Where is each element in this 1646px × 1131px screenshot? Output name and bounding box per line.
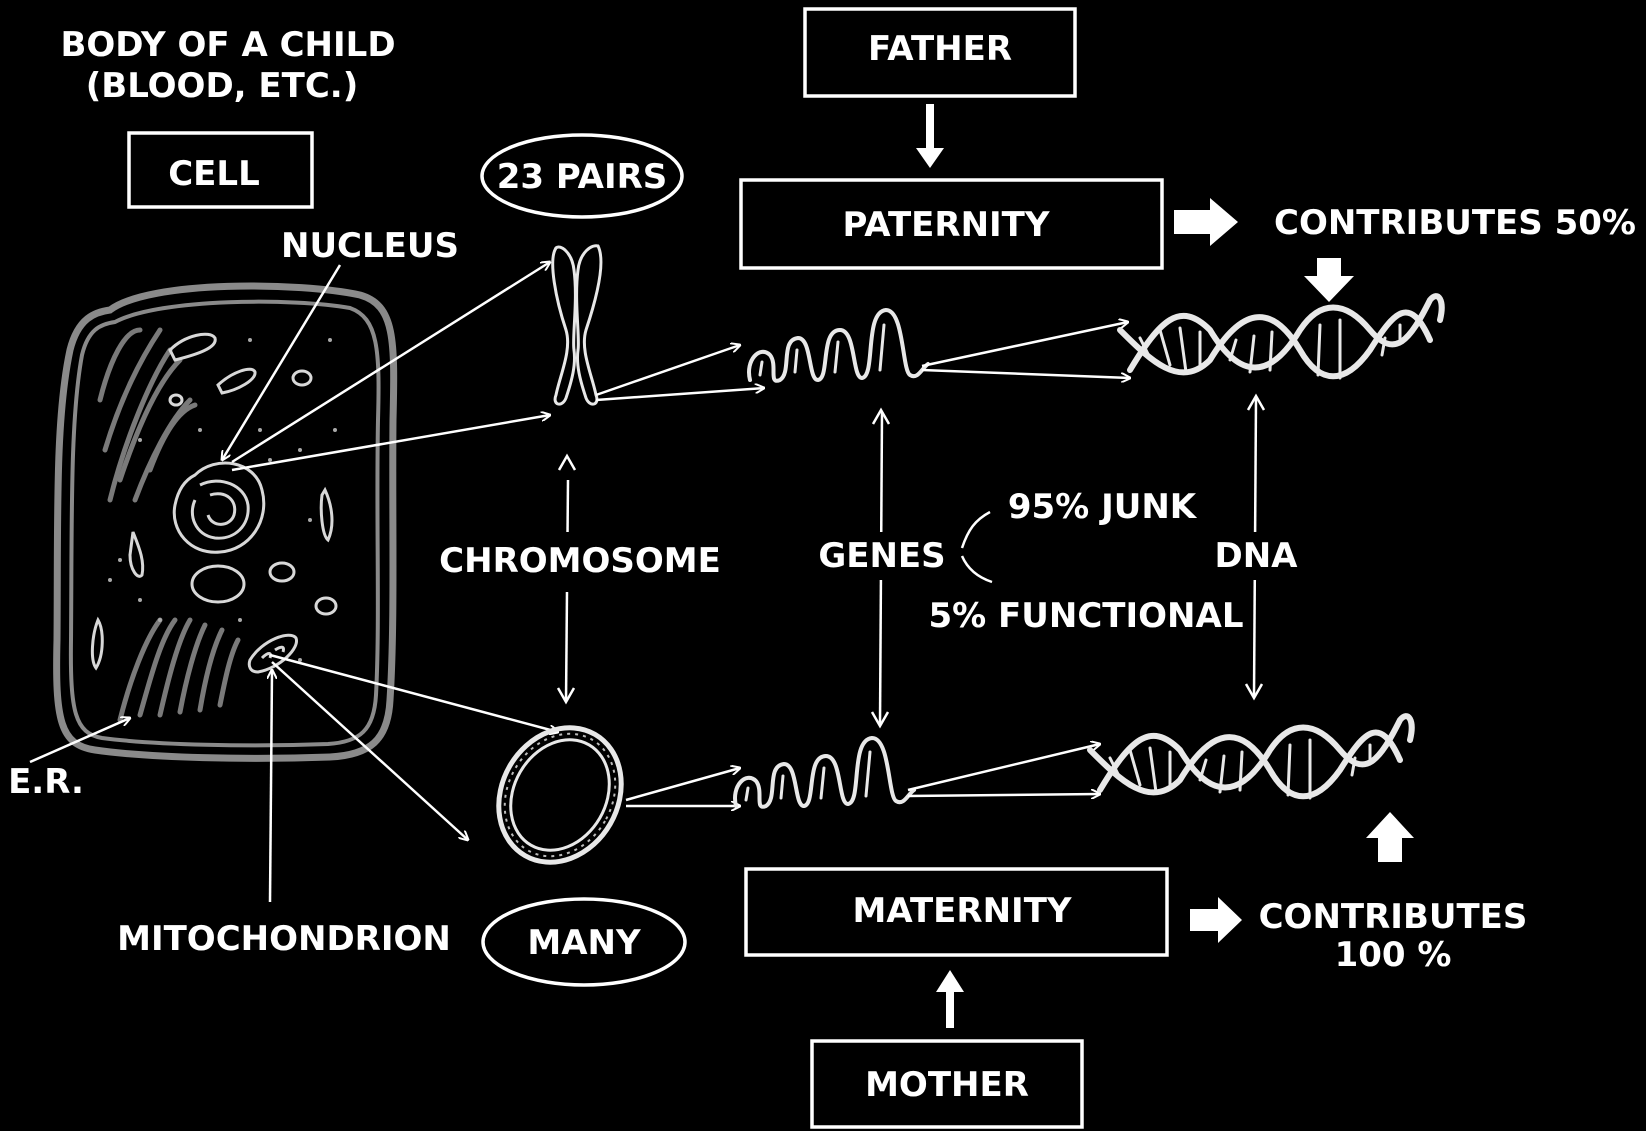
contributes-50-label: CONTRIBUTES 50% (1274, 203, 1636, 243)
gene-coil-bottom (735, 738, 914, 807)
junk-brace (962, 512, 990, 548)
mitochondrion-label: MITOCHONDRION (117, 919, 451, 959)
mother-up-arrow-head (936, 970, 964, 992)
junk-label: 95% JUNK (1008, 487, 1198, 527)
mitochondrial-dna-ring (475, 705, 645, 884)
gene-to-dna-arrow-top-2 (922, 370, 1130, 378)
gene-to-dna-arrow-top-1 (922, 322, 1128, 366)
mito-to-ring-arrow-2 (272, 662, 468, 840)
contributes-50-down-arrow (1304, 258, 1354, 302)
mito-to-ring-arrow-1 (270, 655, 558, 732)
contributes-100-line1: CONTRIBUTES (1259, 897, 1528, 937)
chromosome-to-gene-arrow-2 (596, 388, 764, 400)
gene-to-dna-arrow-bottom-2 (908, 794, 1100, 796)
genes-label: GENES (818, 536, 945, 576)
dna-label: DNA (1215, 536, 1299, 576)
cell-illustration (57, 286, 394, 758)
chromosome-to-gene-arrow-1 (596, 345, 740, 395)
many-label: MANY (527, 923, 641, 963)
functional-brace (962, 556, 992, 582)
body-of-child-title: BODY OF A CHILD (60, 25, 395, 65)
functional-label: 5% FUNCTIONAL (929, 596, 1244, 636)
chromosome-label: CHROMOSOME (439, 541, 721, 581)
ring-to-gene-arrow-1 (626, 768, 740, 800)
father-label: FATHER (868, 29, 1012, 69)
chromosome-drawing (553, 246, 601, 404)
body-of-child-subtitle: (BLOOD, ETC.) (86, 66, 359, 106)
maternity-label: MATERNITY (852, 891, 1071, 931)
gene-coil-top (749, 310, 928, 381)
dna-helix-top (1120, 296, 1442, 378)
father-down-arrow-head (916, 148, 944, 168)
nucleus-label: NUCLEUS (281, 226, 459, 266)
mitochondrion-pointer-arrow (270, 670, 272, 902)
paternity-right-arrow (1174, 198, 1238, 246)
contributes-100-up-arrow (1366, 812, 1414, 862)
maternity-right-arrow (1190, 897, 1242, 943)
contributes-100-line2: 100 % (1335, 935, 1452, 975)
mother-label: MOTHER (865, 1065, 1029, 1105)
er-label: E.R. (8, 762, 84, 802)
paternity-label: PATERNITY (843, 205, 1050, 245)
cell-label: CELL (168, 154, 260, 194)
pairs-23-label: 23 PAIRS (497, 157, 668, 197)
dna-helix-bottom (1090, 716, 1412, 798)
gene-to-dna-arrow-bottom-1 (908, 744, 1100, 790)
